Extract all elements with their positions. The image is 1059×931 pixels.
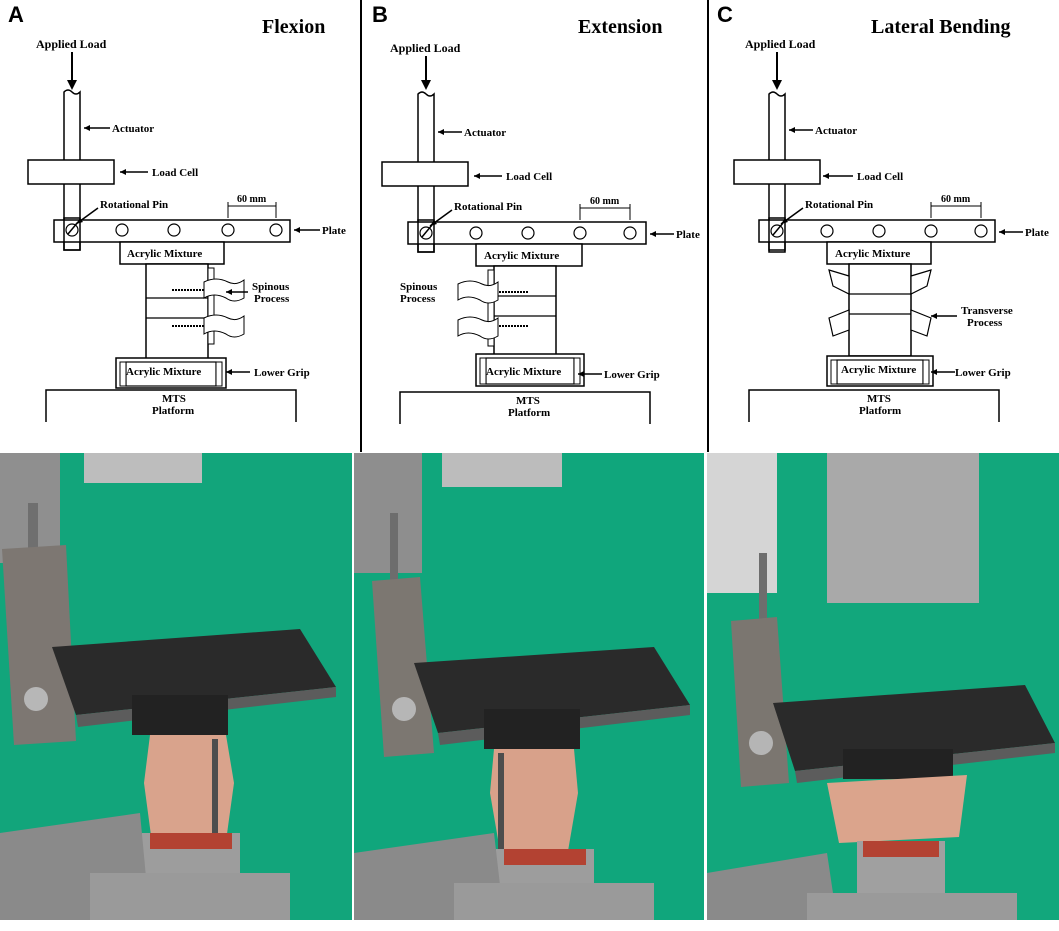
process-label-2: Process — [400, 293, 436, 305]
acrylic-bottom-label: Acrylic Mixture — [841, 364, 916, 376]
actuator-label: Actuator — [464, 127, 506, 139]
panel-extension: B Extension Applied L — [362, 0, 707, 452]
flexion-schematic: Applied Load Actuator Load Cell Rotation… — [27, 37, 346, 422]
platform-label-1: MTS — [867, 393, 891, 405]
process-label-2: Process — [254, 293, 290, 305]
platform-label-2: Platform — [152, 405, 194, 417]
plate-label: Plate — [322, 225, 346, 237]
applied-load-label: Applied Load — [745, 37, 816, 51]
applied-load-label: Applied Load — [390, 41, 461, 55]
acrylic-bottom-label: Acrylic Mixture — [126, 366, 201, 378]
dimension-label: 60 mm — [237, 194, 267, 205]
panel-letter: C — [717, 2, 733, 27]
actuator-label: Actuator — [112, 123, 154, 135]
platform-label-2: Platform — [508, 407, 550, 419]
rotational-pin-label: Rotational Pin — [100, 199, 168, 211]
dimension-label: 60 mm — [941, 194, 971, 205]
plate-label: Plate — [1025, 227, 1049, 239]
panel-letter: B — [372, 2, 388, 27]
panel-divider — [707, 0, 709, 452]
lateral-bending-photo — [707, 453, 1059, 920]
applied-load-label: Applied Load — [36, 37, 107, 51]
process-label-1: Spinous — [400, 281, 438, 293]
process-label-2: Process — [967, 317, 1003, 329]
flexion-photo — [0, 453, 352, 920]
load-cell-label: Load Cell — [857, 171, 903, 183]
acrylic-bottom-label: Acrylic Mixture — [486, 366, 561, 378]
load-cell-label: Load Cell — [506, 171, 552, 183]
load-cell-label: Load Cell — [152, 167, 198, 179]
panel-letter: A — [8, 2, 24, 27]
panel-lateral-bending: C Lateral Bending Ap — [709, 0, 1059, 452]
panel-flexion: A Flexion — [0, 0, 360, 452]
rotational-pin-label: Rotational Pin — [805, 199, 873, 211]
lower-grip-label: Lower Grip — [955, 367, 1011, 379]
panel-title: Lateral Bending — [871, 16, 1011, 38]
extension-schematic: Applied Load Actuator Load Cell Rotation… — [381, 41, 700, 424]
panel-title: Flexion — [262, 16, 326, 38]
platform-label-2: Platform — [859, 405, 901, 417]
platform-label-1: MTS — [162, 393, 186, 405]
process-label-1: Transverse — [961, 305, 1013, 317]
process-label-1: Spinous — [252, 281, 290, 293]
panel-title: Extension — [578, 16, 663, 38]
acrylic-top-label: Acrylic Mixture — [484, 250, 559, 262]
acrylic-top-label: Acrylic Mixture — [835, 248, 910, 260]
dimension-label: 60 mm — [590, 196, 620, 207]
panel-divider — [360, 0, 362, 452]
actuator-label: Actuator — [815, 125, 857, 137]
extension-photo — [354, 453, 704, 920]
plate-label: Plate — [676, 229, 700, 241]
lower-grip-label: Lower Grip — [604, 369, 660, 381]
acrylic-top-label: Acrylic Mixture — [127, 248, 202, 260]
lateral-bending-schematic: Applied Load Actuator Load Cell Rotation… — [733, 37, 1049, 422]
lower-grip-label: Lower Grip — [254, 367, 310, 379]
platform-label-1: MTS — [516, 395, 540, 407]
rotational-pin-label: Rotational Pin — [454, 201, 522, 213]
